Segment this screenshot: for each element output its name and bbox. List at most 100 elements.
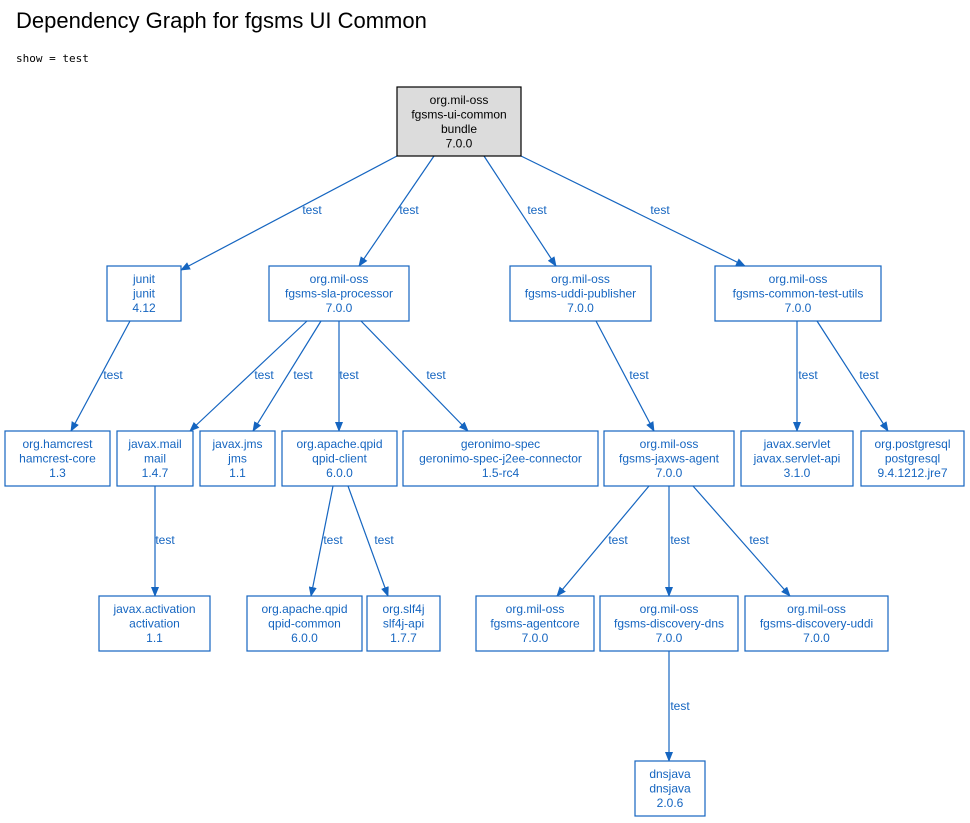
node-box xyxy=(98,595,211,652)
edge-label: test xyxy=(527,203,547,217)
node-label-line: 3.1.0 xyxy=(784,466,811,480)
edge-label: test xyxy=(254,368,274,382)
node-label-line: 1.1 xyxy=(146,631,163,645)
edge-label: test xyxy=(399,203,419,217)
node-label-line: org.mil-oss xyxy=(430,93,489,107)
edge-jaxws-to-agentcore xyxy=(556,485,650,597)
edge-label: test xyxy=(339,368,359,382)
node-label-line: 1.4.7 xyxy=(142,466,169,480)
edge-sla-to-jms xyxy=(252,320,322,432)
node-box xyxy=(246,595,363,652)
node-box xyxy=(199,430,276,487)
edge-label: test xyxy=(426,368,446,382)
node-box xyxy=(509,265,652,322)
node-label-line: 6.0.0 xyxy=(291,631,318,645)
edge-qpid-client-to-qpid-common xyxy=(308,485,334,597)
edge-label: test xyxy=(323,533,343,547)
node-label-line: javax.servlet-api xyxy=(753,452,841,466)
node-geronimo[interactable]: geronimo-specgeronimo-spec-j2ee-connecto… xyxy=(402,430,599,487)
node-box xyxy=(714,265,882,322)
node-label-line: javax.activation xyxy=(112,602,195,616)
node-label-line: org.mil-oss xyxy=(640,437,699,451)
node-box xyxy=(860,430,965,487)
node-box xyxy=(599,595,739,652)
node-label-line: bundle xyxy=(441,122,477,136)
node-label-line: geronimo-spec-j2ee-connector xyxy=(419,452,582,466)
edge-sla-to-geronimo xyxy=(360,320,469,432)
node-label-line: javax.jms xyxy=(211,437,262,451)
edge-root-to-test-utils xyxy=(520,155,746,267)
node-label-line: fgsms-jaxws-agent xyxy=(619,452,720,466)
edge-label: test xyxy=(374,533,394,547)
edges-layer: test test test test test test test test test test… xyxy=(70,155,889,762)
node-label-line: fgsms-uddi-publisher xyxy=(525,287,636,301)
node-label-line: org.postgresql xyxy=(874,437,950,451)
edge-label: test xyxy=(670,699,690,713)
edge-test-utils-to-postgres xyxy=(816,320,889,432)
node-label-line: 6.0.0 xyxy=(326,466,353,480)
node-label-line: 1.7.7 xyxy=(390,631,417,645)
node-label-line: org.mil-oss xyxy=(506,602,565,616)
node-box xyxy=(740,430,854,487)
node-box xyxy=(281,430,398,487)
edge-sla-to-mail xyxy=(189,320,308,432)
node-label-line: postgresql xyxy=(885,452,940,466)
node-label-line: dnsjava xyxy=(649,782,691,796)
node-label-line: 7.0.0 xyxy=(446,136,473,150)
node-box xyxy=(402,430,599,487)
page-title: Dependency Graph for fgsms UI Common xyxy=(16,8,427,33)
node-label-line: org.apache.qpid xyxy=(261,602,347,616)
node-label-line: junit xyxy=(132,272,156,286)
node-box xyxy=(116,430,194,487)
edge-label: test xyxy=(608,533,628,547)
node-label-line: javax.servlet xyxy=(763,437,831,451)
node-label-line: fgsms-agentcore xyxy=(490,617,580,631)
node-label-line: 2.0.6 xyxy=(657,796,684,810)
node-label-line: 7.0.0 xyxy=(785,301,812,315)
node-box xyxy=(744,595,889,652)
node-label-line: 1.1 xyxy=(229,466,246,480)
node-label-line: org.mil-oss xyxy=(787,602,846,616)
edge-label: test xyxy=(629,368,649,382)
edge-jaxws-to-disc-uddi xyxy=(692,485,791,597)
node-box xyxy=(634,760,706,817)
edge-junit-to-hamcrest xyxy=(70,320,131,432)
edge-label: test xyxy=(155,533,175,547)
node-label-line: org.mil-oss xyxy=(640,602,699,616)
node-label-line: 7.0.0 xyxy=(326,301,353,315)
node-box xyxy=(268,265,410,322)
node-label-line: org.mil-oss xyxy=(769,272,828,286)
edge-label: test xyxy=(650,203,670,217)
node-label-line: dnsjava xyxy=(649,767,691,781)
node-label-line: qpid-client xyxy=(312,452,367,466)
edge-label: test xyxy=(859,368,879,382)
node-label-line: org.hamcrest xyxy=(22,437,93,451)
edge-label: test xyxy=(293,368,313,382)
node-label-line: geronimo-spec xyxy=(461,437,540,451)
edge-uddi-pub-to-jaxws xyxy=(595,320,655,432)
node-box xyxy=(4,430,111,487)
node-label-line: 9.4.1212.jre7 xyxy=(877,466,947,480)
edge-root-to-junit xyxy=(180,155,398,271)
node-label-line: 4.12 xyxy=(132,301,156,315)
